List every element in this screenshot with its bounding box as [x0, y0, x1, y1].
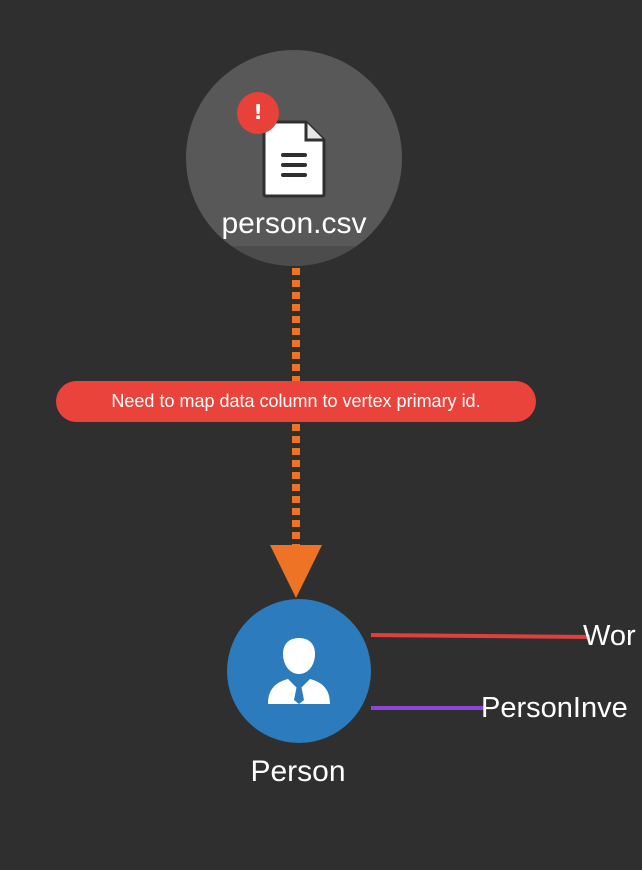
vertex-label: Person: [250, 755, 346, 788]
mapping-error-message: Need to map data column to vertex primar…: [56, 381, 536, 422]
person-icon: [268, 638, 330, 704]
file-node-label-band: [186, 246, 402, 266]
warning-badge-icon: !: [237, 92, 279, 134]
file-node-label: person.csv: [221, 207, 367, 240]
edge-line-work[interactable]: [370, 633, 591, 639]
file-icon: [262, 120, 326, 198]
edge-label-work[interactable]: Wor: [583, 620, 636, 652]
mapping-edge-arrowhead: [270, 545, 322, 598]
edge-label-person-invest[interactable]: PersonInve: [481, 692, 628, 724]
